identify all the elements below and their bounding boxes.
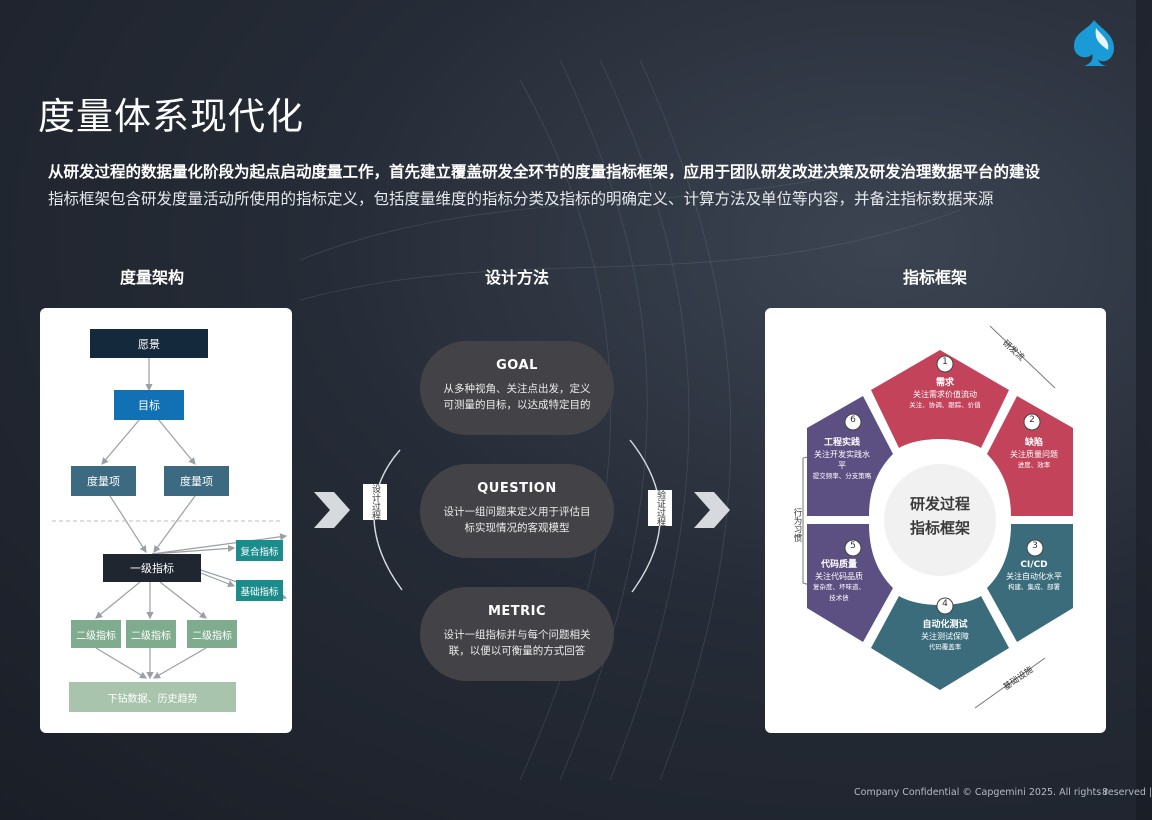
segment-6-number: 6 bbox=[850, 415, 856, 425]
segment-4-name: 自动化测试 bbox=[922, 620, 968, 630]
segment-5-focus: 关注代码品质 bbox=[815, 572, 863, 581]
segment-2-focus: 关注质量问题 bbox=[1010, 450, 1058, 459]
column-heading-architecture: 度量架构 bbox=[119, 268, 185, 287]
subtitle-bold: 从研发过程的数据量化阶段为起点启动度量工作，首先建立覆盖研发全环节的度量指标框架… bbox=[48, 163, 1041, 181]
design-process-tag: 设计过程 bbox=[363, 484, 387, 520]
segment-1-name: 需求 bbox=[935, 378, 954, 388]
level2-metric-node-a: 二级指标 bbox=[71, 620, 121, 648]
segment-2-text: 缺陷 关注质量问题 进度、效率 bbox=[1001, 438, 1067, 471]
segment-4-items: 代码覆盖率 bbox=[928, 643, 962, 651]
segment-5-items: 复杂度、坏味道、技术债 bbox=[813, 583, 865, 602]
segment-1-focus: 关注需求价值流动 bbox=[913, 390, 977, 399]
footer-text: Company Confidential © Capgemini 2025. A… bbox=[854, 787, 1152, 798]
segment-2-number: 2 bbox=[1029, 415, 1035, 425]
center-line-1: 研发过程 bbox=[909, 495, 970, 513]
segment-5-name: 代码质量 bbox=[820, 560, 857, 570]
segment-6-name: 工程实践 bbox=[823, 438, 860, 448]
segment-3-name: CI/CD bbox=[1020, 560, 1048, 570]
capgemini-spade-logo bbox=[1074, 20, 1114, 66]
metric-title: METRIC bbox=[487, 604, 547, 619]
question-description: 设计一组问题来定义用于评估目标实现情况的客观模型 bbox=[443, 506, 591, 534]
vision-node: 愿景 bbox=[90, 329, 208, 358]
framework-hexagon bbox=[802, 325, 1073, 709]
segment-3-focus: 关注自动化水平 bbox=[1006, 572, 1062, 581]
dimension-node-2: 度量项 bbox=[164, 466, 229, 496]
segment-5-number: 5 bbox=[850, 541, 856, 551]
segment-3-number: 3 bbox=[1032, 541, 1038, 551]
subtitle: 指标框架包含研发度量活动所使用的指标定义，包括度量维度的指标分类及指标的明确定义… bbox=[48, 190, 994, 208]
question-title: QUESTION bbox=[477, 481, 557, 496]
composite-metric-node: 复合指标 bbox=[236, 540, 283, 561]
segment-3-items: 构建、集成、部署 bbox=[1008, 583, 1060, 591]
segment-3-text: CI/CD 关注自动化水平 构建、集成、部署 bbox=[1001, 560, 1067, 593]
page-title: 度量体系现代化 bbox=[38, 95, 304, 138]
segment-4-text: 自动化测试 关注测试保障 代码覆盖率 bbox=[905, 620, 985, 653]
segment-6-text: 工程实践 关注开发实践水平 提交频率、分支策略 bbox=[811, 438, 873, 482]
segment-5-text: 代码质量 关注代码品质 复杂度、坏味道、技术债 bbox=[811, 560, 867, 604]
column-heading-framework: 指标框架 bbox=[902, 268, 968, 287]
question-pill: QUESTION 设计一组问题来定义用于评估目标实现情况的客观模型 bbox=[420, 464, 614, 558]
architecture-panel: 愿景 目标 度量项 度量项 一级指标 复合指标 基础指标 二级指标 二级指标 二… bbox=[40, 308, 292, 733]
segment-2-items: 进度、效率 bbox=[1017, 461, 1051, 469]
goal-description: 从多种视角、关注点出发，定义可测量的目标，以达成特定目的 bbox=[443, 383, 591, 411]
column-heading-method: 设计方法 bbox=[484, 268, 550, 287]
framework-panel: 研发过程 指标框架 1 2 3 4 5 6 需求 关注需求价值流动 关注、协调、… bbox=[765, 308, 1106, 733]
metric-pill: METRIC 设计一组指标并与每个问题相关联，以便以可衡量的方式回答 bbox=[420, 587, 614, 681]
architecture-connectors bbox=[52, 358, 288, 680]
segment-6-items: 提交频率、分支策略 bbox=[812, 472, 872, 480]
segment-6-focus: 关注开发实践水平 bbox=[814, 450, 870, 470]
segment-4-number: 4 bbox=[942, 599, 948, 609]
framework-center-label: 研发过程 指标框架 bbox=[884, 492, 996, 540]
goal-node: 目标 bbox=[114, 390, 184, 420]
goal-pill: GOAL 从多种视角、关注点出发，定义可测量的目标，以达成特定目的 bbox=[420, 341, 614, 435]
drill-down-node: 下钻数据、历史趋势 bbox=[69, 682, 236, 712]
level1-metric-node: 一级指标 bbox=[103, 554, 201, 582]
validation-process-tag: 验证过程 bbox=[648, 490, 672, 526]
level2-metric-node-b: 二级指标 bbox=[126, 620, 176, 648]
segment-4-focus: 关注测试保障 bbox=[921, 632, 969, 641]
segment-2-name: 缺陷 bbox=[1024, 438, 1043, 448]
level2-metric-node-c: 二级指标 bbox=[187, 620, 237, 648]
segment-1-text: 需求 关注需求价值流动 关注、协调、跟踪、价值 bbox=[905, 378, 985, 411]
segment-1-items: 关注、协调、跟踪、价值 bbox=[909, 401, 981, 409]
dimension-node-1: 度量项 bbox=[71, 466, 136, 496]
page-number: 8 bbox=[1102, 787, 1109, 798]
center-line-2: 指标框架 bbox=[909, 519, 970, 537]
segment-1-number: 1 bbox=[942, 357, 948, 367]
goal-title: GOAL bbox=[496, 358, 538, 373]
metric-description: 设计一组指标并与每个问题相关联，以便以可衡量的方式回答 bbox=[443, 629, 591, 657]
side-label-habits: 行为习惯 bbox=[792, 508, 802, 542]
basic-metric-node: 基础指标 bbox=[236, 580, 283, 601]
